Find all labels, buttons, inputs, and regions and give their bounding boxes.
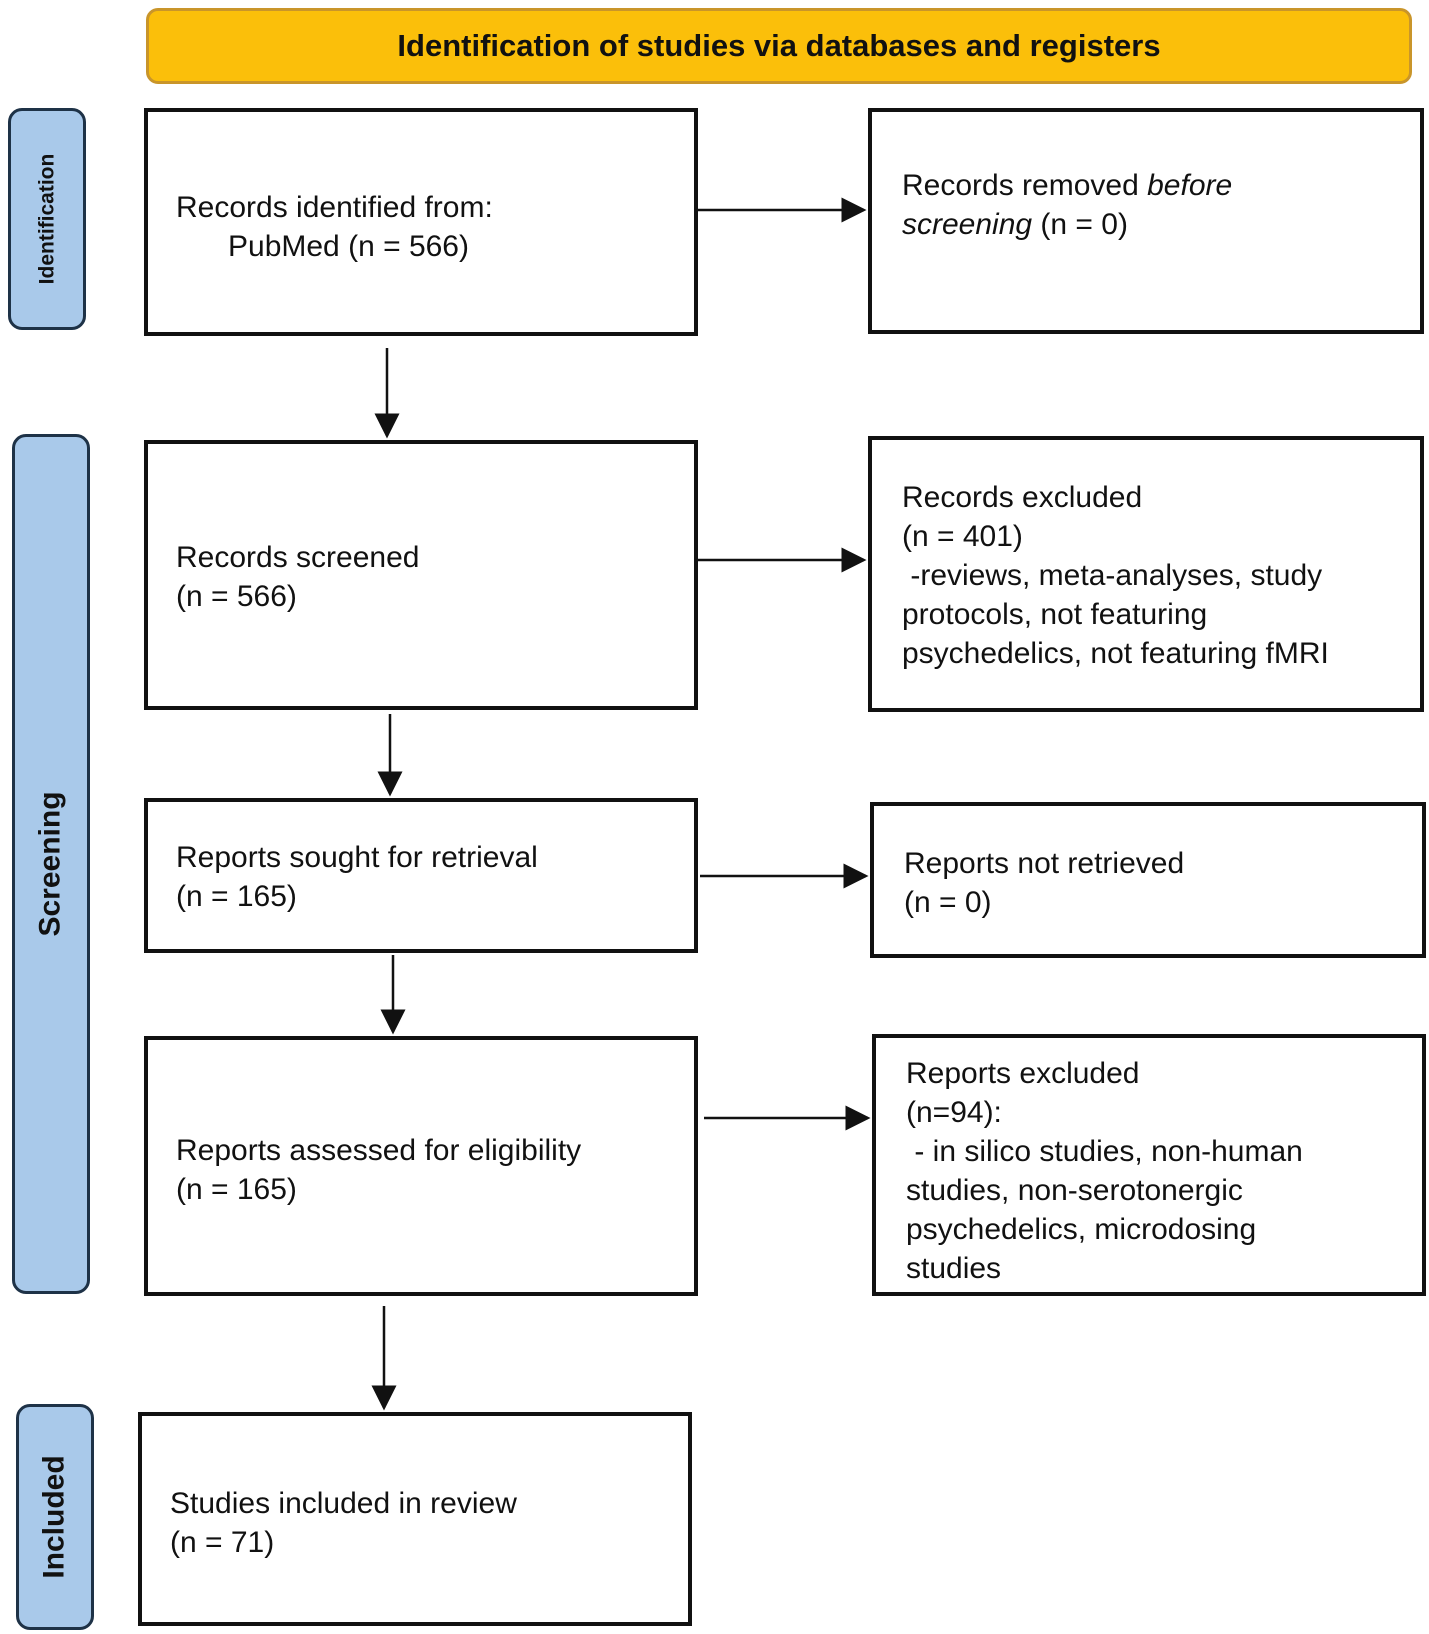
box-records-screened: Records screened (n = 566) bbox=[144, 440, 698, 710]
records-removed-line1: Records removed before bbox=[902, 166, 1406, 205]
header-title: Identification of studies via databases … bbox=[397, 28, 1161, 63]
reports-excluded-line1: Reports excluded bbox=[906, 1057, 1140, 1090]
records-excluded-line5: psychedelics, not featuring fMRI bbox=[902, 637, 1329, 670]
records-excluded-line3: -reviews, meta-analyses, study bbox=[902, 559, 1323, 592]
records-screened-line1: Records screened bbox=[176, 541, 420, 574]
header-banner: Identification of studies via databases … bbox=[146, 8, 1412, 84]
reports-excluded-line6: studies bbox=[906, 1252, 1002, 1285]
records-removed-emph1: before bbox=[1147, 169, 1233, 202]
stage-identification: Identification bbox=[8, 108, 86, 330]
reports-not-retrieved-line1: Reports not retrieved bbox=[904, 847, 1185, 880]
records-excluded-line2: (n = 401) bbox=[902, 520, 1023, 553]
box-records-identified: Records identified from: PubMed (n = 566… bbox=[144, 108, 698, 336]
reports-excluded-line2: (n=94): bbox=[906, 1096, 1002, 1129]
records-screened-line2: (n = 566) bbox=[176, 580, 297, 613]
records-removed-suffix: (n = 0) bbox=[1032, 208, 1128, 241]
box-reports-sought: Reports sought for retrieval (n = 165) bbox=[144, 798, 698, 953]
reports-assessed-line2: (n = 165) bbox=[176, 1173, 297, 1206]
box-studies-included: Studies included in review (n = 71) bbox=[138, 1412, 692, 1626]
box-reports-not-retrieved: Reports not retrieved (n = 0) bbox=[870, 802, 1426, 958]
reports-not-retrieved-line2: (n = 0) bbox=[904, 886, 992, 919]
box-records-excluded: Records excluded (n = 401) -reviews, met… bbox=[868, 436, 1424, 712]
records-identified-line2: PubMed (n = 566) bbox=[228, 230, 469, 263]
records-removed-line2: screening (n = 0) bbox=[902, 205, 1406, 244]
reports-excluded-line5: psychedelics, microdosing bbox=[906, 1213, 1257, 1246]
stage-included: Included bbox=[16, 1404, 94, 1630]
reports-sought-line2: (n = 165) bbox=[176, 880, 297, 913]
records-excluded-line4: protocols, not featuring bbox=[902, 598, 1208, 631]
reports-excluded-line3: - in silico studies, non-human bbox=[906, 1135, 1303, 1168]
stage-screening: Screening bbox=[12, 434, 90, 1294]
reports-assessed-line1: Reports assessed for eligibility bbox=[176, 1134, 582, 1167]
box-records-removed: Records removed before screening (n = 0) bbox=[868, 108, 1424, 334]
records-removed-prefix: Records removed bbox=[902, 169, 1148, 202]
studies-included-line2: (n = 71) bbox=[170, 1526, 275, 1559]
records-identified-line1: Records identified from: bbox=[176, 191, 493, 224]
box-reports-excluded: Reports excluded (n=94): - in silico stu… bbox=[872, 1034, 1426, 1296]
reports-excluded-line4: studies, non-serotonergic bbox=[906, 1174, 1243, 1207]
records-removed-emph2: screening bbox=[902, 208, 1033, 241]
studies-included-line1: Studies included in review bbox=[170, 1487, 517, 1520]
reports-sought-line1: Reports sought for retrieval bbox=[176, 841, 538, 874]
box-reports-assessed: Reports assessed for eligibility (n = 16… bbox=[144, 1036, 698, 1296]
records-excluded-line1: Records excluded bbox=[902, 481, 1143, 514]
